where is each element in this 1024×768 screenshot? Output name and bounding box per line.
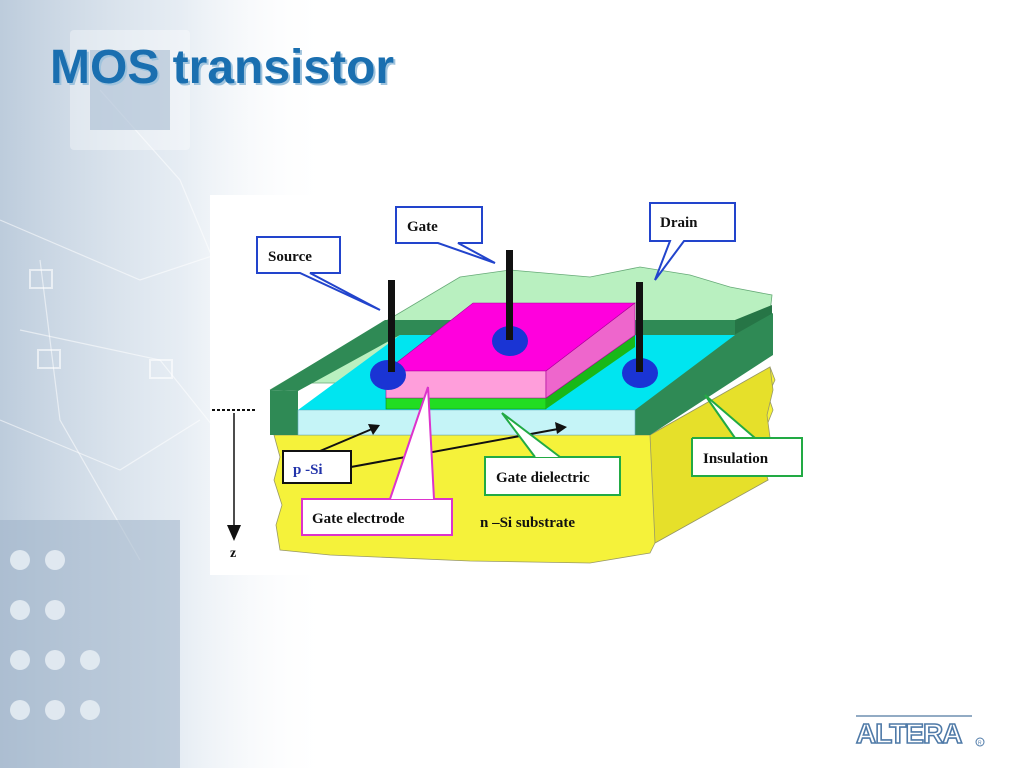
altera-logo-text: ALTERA: [856, 718, 962, 748]
insulation-callout: Insulation: [691, 394, 803, 477]
gate-label: Gate: [407, 219, 438, 235]
drain-label: Drain: [660, 215, 698, 231]
drain-contact: [622, 358, 658, 388]
insulation-label: Insulation: [703, 451, 769, 467]
source-contact: [370, 360, 406, 390]
source-callout: Source: [256, 236, 381, 311]
drain-electrode-wire: [636, 282, 643, 372]
gate-dielectric-label: Gate dielectric: [496, 470, 590, 486]
mos-transistor-diagram: z Source Gate Drain Insulation p -Si Gat…: [210, 195, 810, 575]
drain-callout: Drain: [649, 202, 736, 281]
registered-mark-icon: R: [978, 741, 982, 747]
z-axis: [212, 409, 256, 541]
gate-dielectric-callout: Gate dielectric: [484, 412, 621, 496]
slide-title: MOS transistor: [50, 41, 395, 94]
altera-logo: ALTERA R: [855, 715, 985, 748]
gate-callout: Gate: [395, 206, 496, 264]
gate-contact: [492, 326, 528, 356]
gate-electrode-label: Gate electrode: [312, 511, 405, 527]
source-label: Source: [268, 249, 312, 265]
insulation-walls: [270, 305, 773, 435]
p-si-label: p -Si: [293, 462, 323, 478]
z-axis-label: z: [230, 546, 236, 561]
substrate-label: n –Si substrate: [480, 515, 575, 531]
p-si-callout: p -Si: [282, 422, 567, 484]
gate-electrode-wire: [506, 250, 513, 340]
gate-electrode-callout: Gate electrode: [301, 386, 453, 536]
source-electrode-wire: [388, 280, 395, 372]
